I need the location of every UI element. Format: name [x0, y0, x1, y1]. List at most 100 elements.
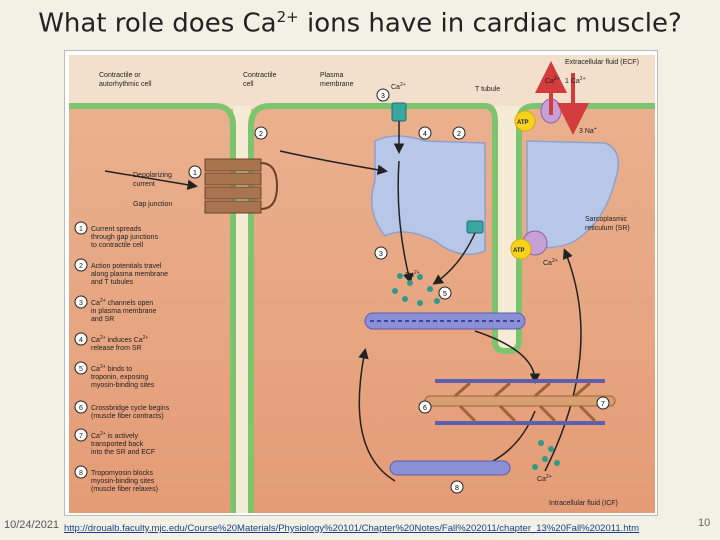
depolarizing-arrow — [104, 170, 198, 190]
svg-text:2: 2 — [79, 263, 83, 270]
label-gap-junction: Gap junction — [133, 201, 172, 208]
svg-text:4: 4 — [79, 337, 83, 344]
label-ca-sr: Ca2+ — [543, 258, 558, 267]
filament-relaxed-bottom — [389, 460, 511, 476]
svg-text:myosin-binding sites: myosin-binding sites — [91, 478, 155, 485]
source-link[interactable]: http://droualb.faculty.mjc.edu/Course%20… — [64, 523, 640, 534]
svg-text:(muscle fiber relaxes): (muscle fiber relaxes) — [91, 486, 158, 493]
step-4: 4 Ca2+ induces Ca2+ release from SR — [74, 332, 148, 352]
svg-text:transported back: transported back — [91, 441, 144, 448]
label-plasma: Plasma — [320, 72, 343, 79]
svg-text:8: 8 — [455, 485, 459, 492]
label-depolarizing: Depolarizing — [133, 172, 172, 179]
diagram-step-markers: 3 2 4 2 1 3 5 6 7 8 — [188, 88, 610, 494]
reuptake-arrow — [544, 248, 582, 472]
svg-text:6: 6 — [423, 405, 427, 412]
label-t-tubule: T tubule — [475, 86, 500, 93]
svg-text:1: 1 — [79, 226, 83, 233]
step-1: 1 Current spreads through gap junctions … — [74, 221, 158, 249]
svg-text:Tropomyosin blocks: Tropomyosin blocks — [91, 470, 153, 477]
label-contractile: Contractile — [243, 72, 277, 79]
step-2: 2 Action potentials travel along plasma … — [74, 258, 168, 286]
calcium-ions — [392, 273, 560, 470]
svg-text:through gap junctions: through gap junctions — [91, 234, 158, 241]
svg-text:and T tubules: and T tubules — [91, 279, 134, 286]
svg-text:3: 3 — [79, 300, 83, 307]
svg-text:Crossbridge cycle begins: Crossbridge cycle begins — [91, 405, 170, 412]
svg-text:Ca2+ binds to: Ca2+ binds to — [91, 364, 132, 373]
svg-text:in plasma membrane: in plasma membrane — [91, 308, 156, 315]
svg-text:5: 5 — [79, 366, 83, 373]
steps-legend: 1 Current spreads through gap junctions … — [74, 221, 170, 493]
step-7: 7 Ca2+ is actively transported back into… — [74, 428, 155, 456]
svg-text:5: 5 — [443, 291, 447, 298]
sr-release-arrow — [432, 232, 476, 285]
svg-text:Ca2+ is actively: Ca2+ is actively — [91, 431, 138, 440]
filament-contracting — [424, 379, 616, 425]
svg-text:to contractile cell: to contractile cell — [91, 242, 144, 249]
sr-ca-channel — [466, 220, 484, 234]
title-superscript: 2+ — [276, 8, 299, 26]
svg-text:myosin-binding sites: myosin-binding sites — [91, 382, 155, 389]
svg-text:4: 4 — [423, 131, 427, 138]
slide-number: 10 — [698, 517, 711, 529]
label-ca-pump: Ca2+ — [545, 76, 560, 85]
label-current: current — [133, 181, 155, 188]
label-ca-bottom: Ca2+ — [537, 474, 552, 483]
svg-text:7: 7 — [601, 401, 605, 408]
title-prefix: What role does Ca — [38, 8, 277, 39]
atp-top-burst — [514, 110, 536, 132]
svg-text:2: 2 — [457, 131, 461, 138]
label-ca-top: Ca2+ — [391, 82, 406, 91]
label-icf: Intracellular fluid (ICF) — [549, 500, 618, 507]
svg-text:2: 2 — [259, 131, 263, 138]
label-reticulum: reticulum (SR) — [585, 225, 630, 232]
membrane-right-top — [248, 103, 485, 513]
membrane-left-vertical — [214, 103, 236, 513]
step-8: 8 Tropomyosin blocks myosin-binding site… — [74, 465, 158, 493]
atp-sr-burst — [510, 238, 532, 260]
label-ca-mid: Ca2+ — [405, 270, 420, 279]
svg-text:along plasma membrane: along plasma membrane — [91, 271, 168, 278]
label-sarcoplasmic: Sarcoplasmic — [585, 216, 628, 223]
svg-text:Ca2+ induces Ca2+: Ca2+ induces Ca2+ — [91, 335, 148, 344]
svg-text:7: 7 — [79, 433, 83, 440]
svg-text:and SR: and SR — [91, 316, 114, 323]
svg-text:(muscle fiber contracts): (muscle fiber contracts) — [91, 413, 164, 420]
cycle-arrow-left — [358, 348, 396, 482]
svg-text:8: 8 — [79, 470, 83, 477]
svg-text:1: 1 — [193, 170, 197, 177]
svg-text:3: 3 — [381, 93, 385, 100]
label-atp-sr: ATP — [513, 248, 525, 254]
svg-text:troponin, exposing: troponin, exposing — [91, 374, 148, 381]
gap-junction — [204, 158, 279, 214]
plasma-membrane-ca-channel — [391, 102, 407, 122]
footer-date: 10/24/2021 — [4, 519, 60, 531]
svg-text:Current spreads: Current spreads — [91, 226, 142, 233]
slide-title: What role does Ca2+ ions have in cardiac… — [0, 8, 720, 39]
contraction-arrow-right — [474, 330, 541, 384]
diagram-svg: Contractile or autorhythmic cell Contrac… — [69, 55, 655, 513]
label-one-ca: 1 Ca2+ — [565, 76, 586, 85]
filament-relaxed — [364, 312, 526, 330]
title-suffix: ions have in cardiac muscle? — [298, 8, 682, 39]
ap-arrow — [279, 150, 388, 175]
svg-text:Ca2+ channels open: Ca2+ channels open — [91, 298, 153, 307]
cardiac-ca-diagram: Contractile or autorhythmic cell Contrac… — [64, 50, 658, 516]
label-ecf: Extracellular fluid (ECF) — [565, 59, 639, 66]
label-cell: cell — [243, 81, 254, 88]
svg-text:into the SR and ECF: into the SR and ECF — [91, 449, 155, 456]
svg-text:release from SR: release from SR — [91, 345, 142, 352]
label-contractile-or: Contractile or — [99, 72, 141, 79]
ca-release-arrow — [397, 160, 414, 284]
svg-text:6: 6 — [79, 405, 83, 412]
label-three-na: 3 Na+ — [579, 126, 597, 135]
label-atp-top: ATP — [517, 120, 529, 126]
step-3: 3 Ca2+ channels open in plasma membrane … — [74, 295, 156, 323]
label-membrane: membrane — [320, 81, 354, 88]
label-autorhythmic-cell: autorhythmic cell — [99, 81, 152, 88]
svg-text:3: 3 — [379, 251, 383, 258]
step-5: 5 Ca2+ binds to troponin, exposing myosi… — [74, 361, 155, 389]
step-6: 6 Crossbridge cycle begins (muscle fiber… — [74, 400, 170, 420]
svg-text:Action potentials travel: Action potentials travel — [91, 263, 162, 270]
